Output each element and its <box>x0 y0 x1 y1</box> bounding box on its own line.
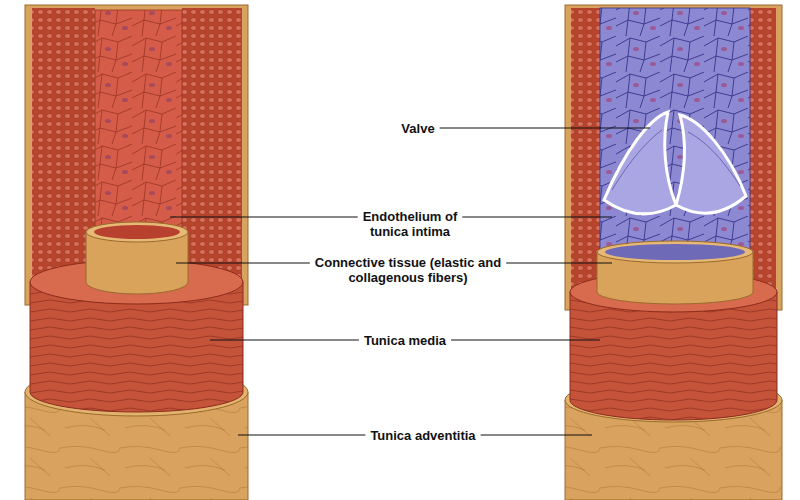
structure-label: Tunica media <box>325 333 485 348</box>
connective-face <box>86 222 188 242</box>
artery-illustration <box>25 5 248 500</box>
lumen <box>94 225 180 239</box>
adventitia-back <box>25 5 248 305</box>
leader-line <box>440 128 650 129</box>
leader-line <box>462 217 612 218</box>
leader-line <box>170 217 358 218</box>
valve-cusps <box>604 112 746 214</box>
lumen <box>605 244 745 260</box>
leader-line <box>506 263 612 264</box>
structure-label: Connective tissue (elastic and collageno… <box>306 255 511 285</box>
cusp-detail <box>612 130 740 190</box>
leader-line <box>451 340 600 341</box>
media-cut-face <box>182 8 242 293</box>
vein-illustration <box>565 5 782 500</box>
valve-cusp <box>676 115 746 213</box>
adventitia-back <box>565 5 782 310</box>
endothelium <box>600 8 750 258</box>
endothelium <box>95 10 182 240</box>
leader-line <box>238 435 365 436</box>
structure-label: Valve <box>358 121 478 136</box>
leader-line <box>176 263 310 264</box>
connective-face <box>597 241 753 263</box>
structure-label: Tunica adventitia <box>333 428 513 443</box>
valve-cusp <box>604 112 676 214</box>
structure-label: Endothelium of tunica intima <box>348 209 473 239</box>
leader-line <box>210 340 359 341</box>
leader-line <box>481 435 592 436</box>
